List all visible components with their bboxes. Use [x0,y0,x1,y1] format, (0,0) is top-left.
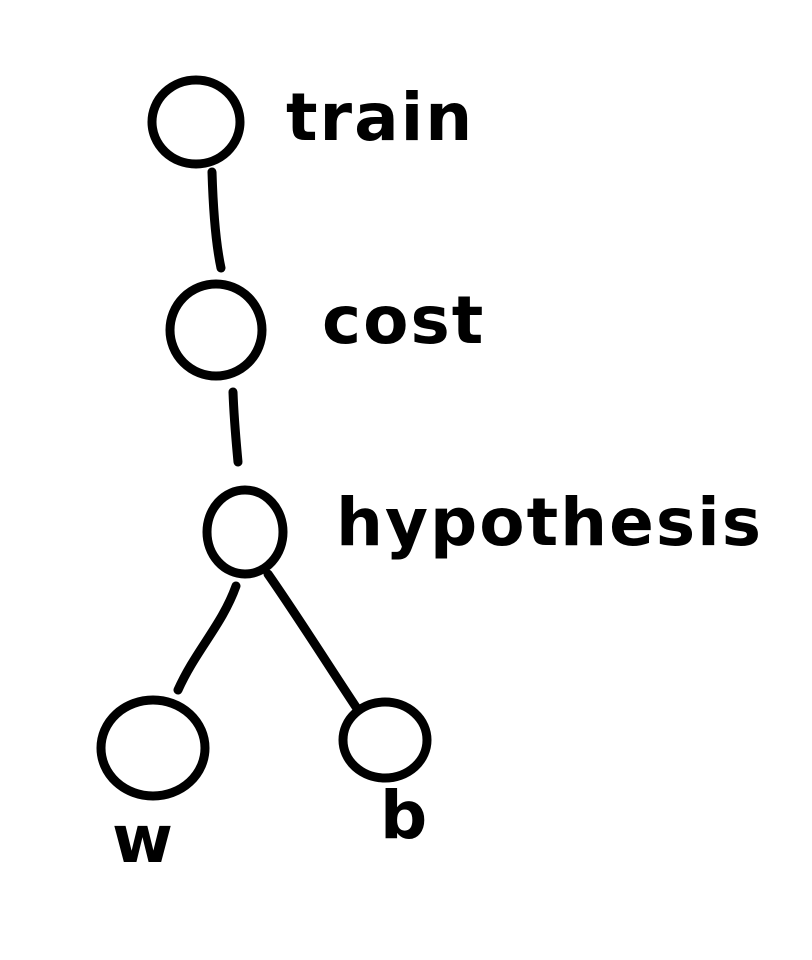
label-train: train [286,79,474,156]
edge-hypothesis-w [173,581,241,695]
edge-hypothesis-b [263,569,363,715]
node-w [96,695,210,801]
node-train [147,75,245,169]
node-cost [165,279,267,381]
label-cost: cost [322,282,485,359]
edge-train-cost [207,167,226,273]
node-hypothesis [202,485,288,579]
node-b [338,697,432,783]
label-b: b [380,777,429,854]
label-w: w [112,801,175,878]
edge-cost-hypothesis [228,387,243,467]
label-hypothesis: hypothesis [336,484,763,561]
